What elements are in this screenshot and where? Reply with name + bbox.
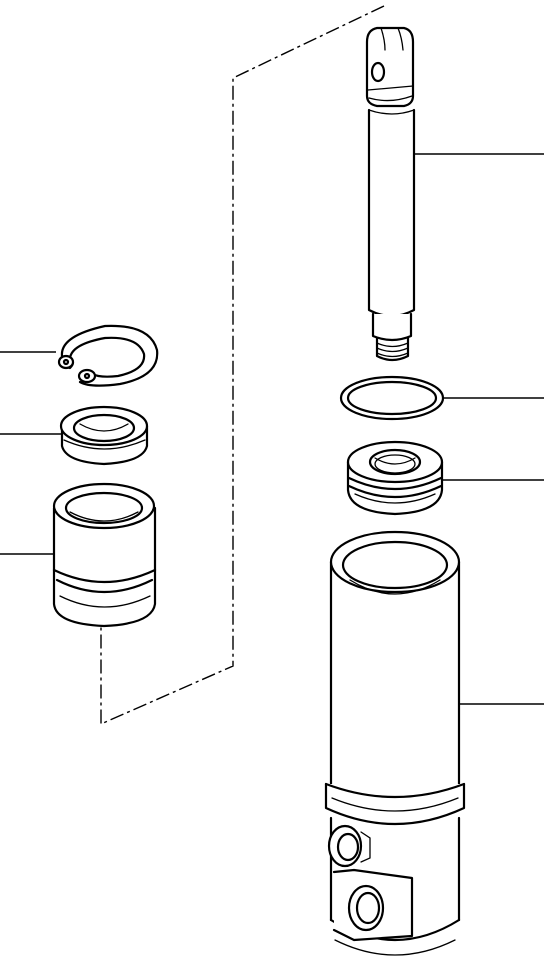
rod-seal[interactable] xyxy=(0,405,149,466)
snap-ring[interactable] xyxy=(0,324,159,387)
bushing[interactable] xyxy=(0,482,157,628)
piston-rod[interactable] xyxy=(365,26,544,362)
cylinder-barrel[interactable] xyxy=(324,530,544,956)
o-ring[interactable] xyxy=(339,375,544,421)
piston[interactable] xyxy=(346,440,544,516)
assembly-path-line xyxy=(100,5,385,726)
